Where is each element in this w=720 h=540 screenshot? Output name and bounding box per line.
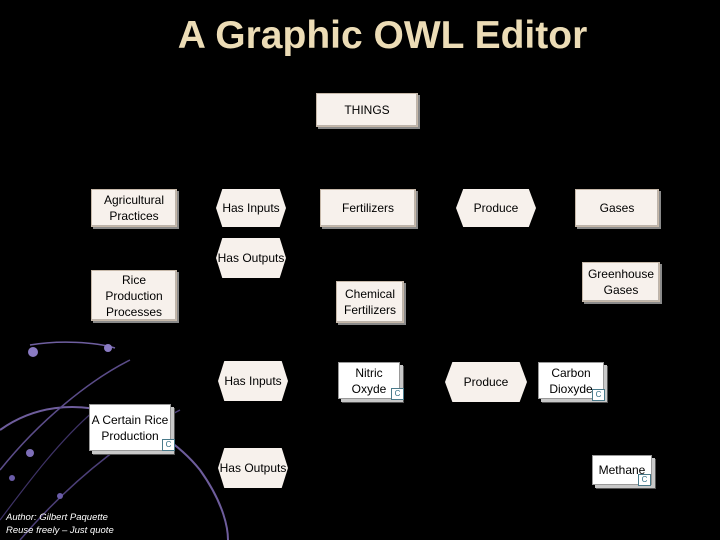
author-name: Author: Gilbert Paquette (6, 512, 108, 523)
property-label: Produce (473, 201, 519, 215)
instance-label: Nitric Oxyde (351, 365, 387, 396)
instance-label: Methane (598, 463, 646, 477)
class-gases[interactable]: Gases (575, 189, 659, 227)
instance-label: Carbon Dioxyde (549, 365, 593, 396)
class-things[interactable]: THINGS (316, 93, 418, 127)
property-has-inputs[interactable]: Has Inputs (218, 361, 288, 401)
class-fertilizers[interactable]: Fertilizers (320, 189, 416, 227)
class-rice-production-processes[interactable]: Rice Production Processes (91, 270, 177, 321)
property-label: Has Outputs (217, 251, 285, 265)
instance-nitric-oxyde[interactable]: Nitric Oxyde (338, 362, 400, 399)
class-greenhouse-gases[interactable]: Greenhouse Gases (582, 262, 660, 302)
author-credit: Author: Gilbert Paquette Reuse freely – … (6, 511, 114, 537)
property-has-inputs[interactable]: Has Inputs (216, 189, 286, 227)
property-produce[interactable]: Produce (445, 362, 527, 402)
property-has-outputs[interactable]: Has Outputs (216, 238, 286, 278)
class-label: Rice Production Processes (105, 272, 163, 319)
property-label: Produce (463, 375, 509, 389)
class-chemical-fertilizers[interactable]: Chemical Fertilizers (336, 281, 404, 323)
class-label: THINGS (344, 103, 390, 117)
property-label: Has Outputs (219, 461, 287, 475)
property-label: Has Inputs (222, 201, 280, 215)
class-agricultural-practices[interactable]: Agricultural Practices (91, 189, 177, 227)
property-produce[interactable]: Produce (456, 189, 536, 227)
class-label: Chemical Fertilizers (343, 287, 396, 317)
class-label: Agricultural Practices (103, 193, 165, 223)
instance-a-certain-rice-production[interactable]: A Certain Rice Production (89, 404, 171, 451)
page-title: A Graphic OWL Editor (177, 14, 588, 57)
property-has-outputs[interactable]: Has Outputs (218, 448, 288, 488)
instance-c-icon: C (592, 389, 605, 401)
instance-c-icon: C (162, 439, 175, 451)
instance-c-icon: C (638, 474, 651, 486)
class-label: Gases (599, 201, 635, 215)
instance-c-icon: C (391, 388, 404, 400)
class-label: Greenhouse Gases (587, 267, 655, 297)
instance-carbon-dioxyde[interactable]: Carbon Dioxyde (538, 362, 604, 399)
instance-label: A Certain Rice Production (91, 412, 169, 443)
class-label: Fertilizers (341, 201, 394, 215)
property-label: Has Inputs (224, 374, 282, 388)
license-note: Reuse freely – Just quote (6, 525, 114, 536)
